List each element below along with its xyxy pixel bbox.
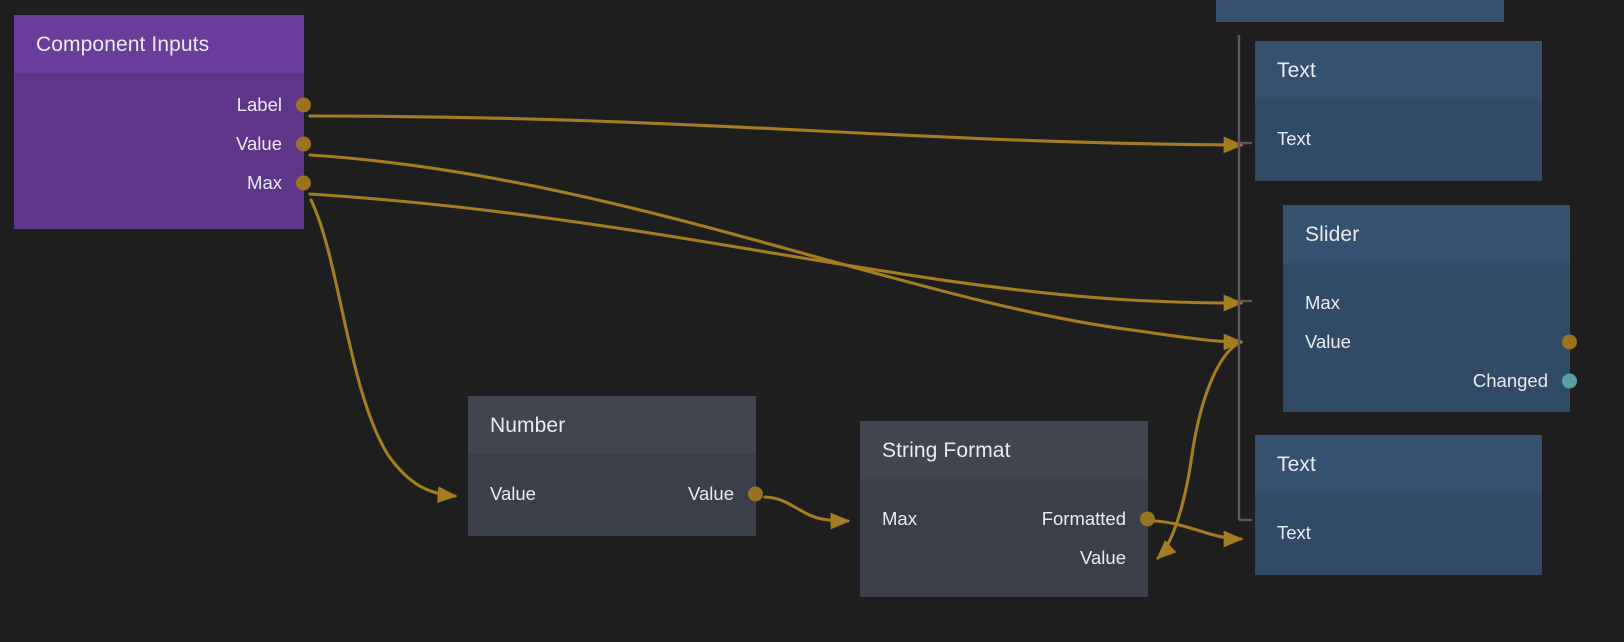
input-label-slider-value: Value (1305, 330, 1351, 352)
node-clipped-top-title (1216, 0, 1504, 22)
edge-number-value-to-string-format-max (763, 495, 851, 530)
port-row-number-value[interactable]: Value Value (468, 474, 763, 513)
port-row-component-inputs-value[interactable]: Value (14, 124, 311, 163)
node-text-top[interactable]: Text Text (1255, 41, 1542, 181)
port-label-value: Value (236, 132, 282, 154)
output-port-changed[interactable] (1562, 373, 1577, 388)
port-row-slider-value[interactable]: Value (1283, 322, 1577, 361)
node-component-inputs[interactable]: Component Inputs Label Value Max (14, 15, 311, 229)
output-label-formatted: Formatted (1041, 507, 1126, 529)
node-clipped-top[interactable] (1216, 0, 1504, 22)
node-string-format-title: String Format (860, 421, 1148, 479)
edge-max-to-slider-max (308, 192, 1244, 312)
output-label-changed: Changed (1472, 369, 1548, 391)
port-row-slider-changed[interactable]: Changed (1283, 361, 1577, 400)
port-label-max: Max (247, 171, 282, 193)
input-label-text: Text (1277, 127, 1311, 149)
port-row-component-inputs-max[interactable]: Max (14, 163, 311, 202)
input-label-text-bottom: Text (1277, 521, 1311, 543)
output-port-value[interactable] (296, 136, 311, 151)
node-text-top-title: Text (1255, 41, 1542, 99)
node-slider-title: Slider (1283, 205, 1570, 263)
output-port-number-value[interactable] (748, 486, 763, 501)
node-component-inputs-body: Label Value Max (14, 73, 311, 229)
node-text-bottom-title: Text (1255, 435, 1542, 493)
port-row-text-top-text[interactable]: Text (1255, 119, 1542, 158)
node-slider[interactable]: Slider Max Value Changed (1283, 205, 1577, 412)
port-row-text-bottom-text[interactable]: Text (1255, 513, 1542, 552)
port-row-string-format-max[interactable]: Max Formatted (860, 499, 1155, 538)
port-label-label: Label (236, 93, 282, 115)
input-label-value: Value (490, 482, 536, 504)
node-text-top-body: Text (1255, 99, 1542, 181)
node-component-inputs-title: Component Inputs (14, 15, 304, 73)
node-number[interactable]: Number Value Value (468, 396, 763, 536)
output-port-slider-value[interactable] (1562, 334, 1577, 349)
output-port-label[interactable] (296, 97, 311, 112)
edge-value-to-slider-value (308, 153, 1244, 351)
edge-slider-out-to-string-format-value (1156, 340, 1243, 560)
input-label-value-right: Value (1080, 546, 1126, 568)
node-string-format[interactable]: String Format Max Formatted Value (860, 421, 1155, 597)
node-number-body: Value Value (468, 454, 763, 536)
edge-max-to-number-value (309, 198, 458, 503)
node-text-bottom-body: Text (1255, 493, 1542, 575)
edge-formatted-to-text-bottom (1153, 519, 1244, 548)
output-label-value: Value (688, 482, 734, 504)
node-slider-body: Max Value Changed (1283, 263, 1577, 412)
node-string-format-body: Max Formatted Value (860, 479, 1155, 597)
port-row-component-inputs-label[interactable]: Label (14, 85, 311, 124)
output-port-formatted[interactable] (1140, 511, 1155, 526)
output-port-max[interactable] (296, 175, 311, 190)
edge-label-to-text-top (308, 114, 1244, 154)
node-number-title: Number (468, 396, 756, 454)
port-row-slider-max[interactable]: Max (1283, 283, 1570, 322)
input-label-slider-max: Max (1305, 291, 1340, 313)
port-row-string-format-value[interactable]: Value (860, 538, 1148, 577)
input-label-max: Max (882, 507, 917, 529)
node-text-bottom[interactable]: Text Text (1255, 435, 1542, 575)
